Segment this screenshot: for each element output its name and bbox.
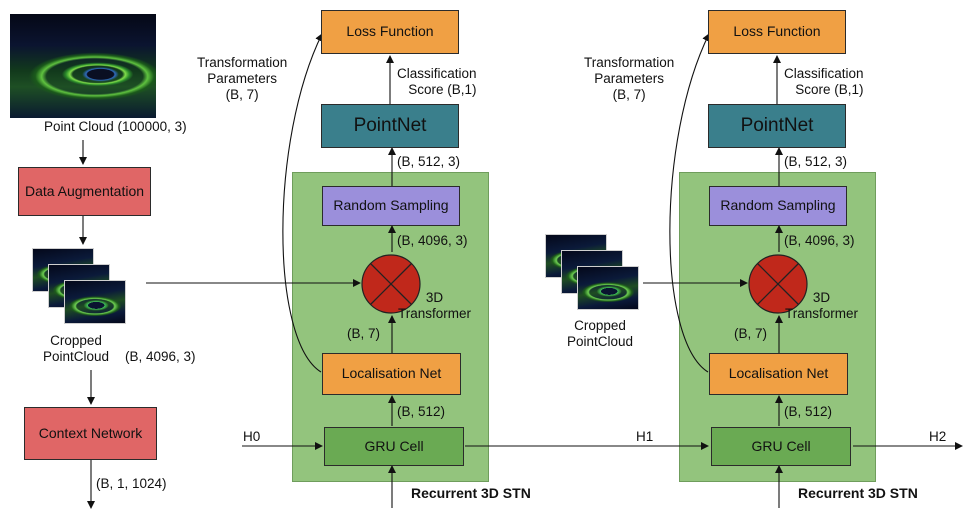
hidden-state-h2-label: H2 <box>929 429 947 444</box>
random-sampling-label-1: Random Sampling <box>333 197 449 214</box>
gru-cell-label-2: GRU Cell <box>751 437 811 454</box>
localisation-net-label-2: Localisation Net <box>728 365 829 382</box>
shape-512-label-1: (B, 512) <box>397 404 446 419</box>
arrow-loc2-to-loss2-params <box>669 33 710 373</box>
localisation-net-box-1: Localisation Net <box>322 353 461 395</box>
gru-cell-box-1: GRU Cell <box>324 427 464 466</box>
pointnet-label-1: PointNet <box>353 115 427 137</box>
localisation-net-label-1: Localisation Net <box>341 365 442 382</box>
data-augmentation-box: Data Augmentation <box>18 167 151 216</box>
random-sampling-label-2: Random Sampling <box>720 197 836 214</box>
loss-function-box-2: Loss Function <box>708 10 846 54</box>
transformer1-icon <box>361 254 421 314</box>
point-cloud-image <box>10 14 156 118</box>
shape-4096-3-label-2: (B, 4096, 3) <box>784 233 855 248</box>
cropped-pointcloud-label-2: Cropped PointCloud <box>567 318 634 350</box>
gru-cell-label-1: GRU Cell <box>364 437 424 454</box>
random-sampling-box-1: Random Sampling <box>322 186 460 226</box>
hidden-state-h1-label: H1 <box>636 429 654 444</box>
loss-function-box-1: Loss Function <box>321 10 459 54</box>
hidden-state-h0-label: H0 <box>243 429 261 444</box>
cropped-pointcloud-label-1: Cropped PointCloud <box>43 333 110 365</box>
recurrent-stn-caption-2: Recurrent 3D STN <box>798 485 918 501</box>
transformation-parameters-label-1: Transformation Parameters (B, 7) <box>197 55 288 103</box>
gru-cell-box-2: GRU Cell <box>711 427 851 466</box>
point-cloud-label: Point Cloud (100000, 3) <box>44 119 187 134</box>
shape-b7-label-1: (B, 7) <box>347 326 381 341</box>
cropped-shape-label: (B, 4096, 3) <box>125 349 196 364</box>
context-shape-label: (B, 1, 1024) <box>96 476 167 491</box>
context-network-label: Context Network <box>38 424 143 441</box>
transformation-parameters-label-2: Transformation Parameters (B, 7) <box>584 55 675 103</box>
shape-512-label-2: (B, 512) <box>784 404 833 419</box>
transformer-label-1: 3D Transformer <box>398 290 472 322</box>
shape-512-3-label-1: (B, 512, 3) <box>397 154 461 169</box>
pointnet-box-1: PointNet <box>321 104 459 148</box>
loss-function-label-2: Loss Function <box>733 23 821 40</box>
context-network-box: Context Network <box>24 407 157 460</box>
transformer-label-2: 3D Transformer <box>785 290 859 322</box>
transformer2-icon <box>748 254 808 314</box>
shape-b7-label-2: (B, 7) <box>734 326 768 341</box>
data-augmentation-label: Data Augmentation <box>24 182 145 199</box>
shape-4096-3-label-1: (B, 4096, 3) <box>397 233 468 248</box>
pointnet-label-2: PointNet <box>740 115 814 137</box>
loss-function-label-1: Loss Function <box>346 23 434 40</box>
random-sampling-box-2: Random Sampling <box>709 186 847 226</box>
pointnet-box-2: PointNet <box>708 104 846 148</box>
shape-512-3-label-2: (B, 512, 3) <box>784 154 848 169</box>
classification-score-label-1: Classification Score (B,1) <box>397 66 477 98</box>
arrow-loc1-to-loss1-params <box>282 33 323 373</box>
recurrent-stn-caption-1: Recurrent 3D STN <box>411 485 531 501</box>
classification-score-label-2: Classification Score (B,1) <box>784 66 864 98</box>
localisation-net-box-2: Localisation Net <box>709 353 848 395</box>
